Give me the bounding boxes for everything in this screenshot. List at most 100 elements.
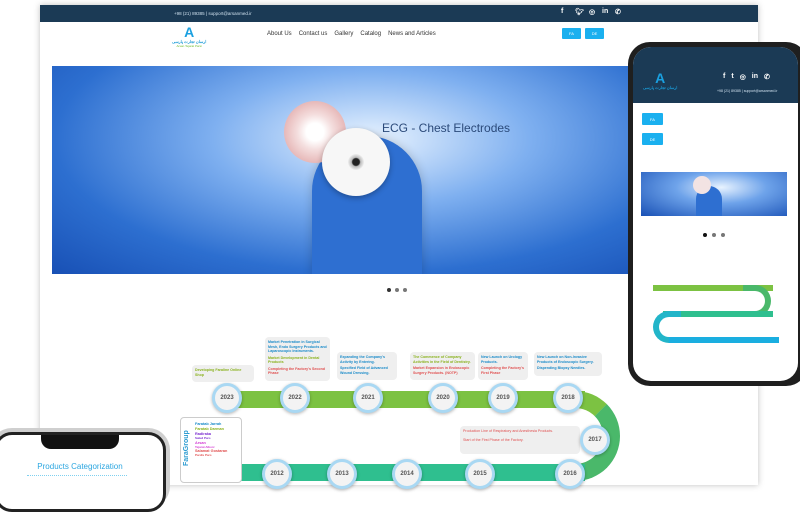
whatsapp-icon[interactable]: ✆ xyxy=(615,9,621,16)
group-member: Radiraka xyxy=(195,432,212,436)
products-categorization-heading: Products Categorization xyxy=(37,462,123,471)
mobile-phone-mockup-left: Products Categorization xyxy=(0,428,170,512)
nav-catalog[interactable]: Catalog xyxy=(360,31,382,37)
company-timeline: Production Line of Respiratory and Anest… xyxy=(40,325,758,489)
hero-title: ECG - Chest Electrodes xyxy=(382,121,511,135)
contact-info: +98 (21) 89385 | support@arsanmed.ir xyxy=(174,11,252,16)
note-line: Dispending Biopsy Needles. xyxy=(537,366,586,370)
divider xyxy=(27,475,127,476)
timeline-note: Market Penetration in Surgical Mesh, End… xyxy=(265,337,330,381)
slider-dot[interactable] xyxy=(387,288,391,292)
slider-dot[interactable] xyxy=(703,233,707,237)
mini-timeline xyxy=(663,311,773,317)
note-line: Market Expansion in Endoscopic Surgery P… xyxy=(413,366,470,375)
nav-contact[interactable]: Contact us xyxy=(298,31,328,37)
facebook-icon[interactable]: f xyxy=(723,73,726,80)
mobile-hero[interactable] xyxy=(641,172,787,216)
linkedin-icon[interactable]: in xyxy=(751,73,759,80)
note-line: Market Penetration in Surgical Mesh, End… xyxy=(268,340,327,353)
twitter-icon[interactable]: 🐦︎ xyxy=(575,9,584,16)
header-nav: A ارسان تجارت پارسی Arsan Tejarat Parsi … xyxy=(40,22,758,52)
timeline-note: New Launch on Urology Products. Completin… xyxy=(478,352,528,380)
year-marker[interactable]: 2012 xyxy=(262,459,292,489)
mobile-contact: +98 (21) 89385 | support@arsanmed.ir xyxy=(717,89,778,93)
facebook-icon[interactable]: f xyxy=(561,8,564,15)
main-menu: About Us Contact us Gallery Catalog News… xyxy=(267,31,436,37)
note-line: New Launch on Urology Products. xyxy=(481,355,523,364)
slider-dots xyxy=(703,233,725,237)
logo[interactable]: A ارسان تجارت پارسی Arsan Tejarat Parsi xyxy=(172,25,206,48)
year-marker[interactable]: 2017 xyxy=(580,425,610,455)
slider-dot[interactable] xyxy=(721,233,725,237)
whatsapp-icon[interactable]: ✆ xyxy=(764,74,770,81)
electrode-image xyxy=(693,176,711,194)
year-marker[interactable]: 2014 xyxy=(392,459,422,489)
note-line: Completing the Factory's Second Phase xyxy=(268,366,325,376)
phone-notch xyxy=(41,435,119,449)
year-marker[interactable]: 2018 xyxy=(553,383,583,413)
timeline-note: The Commence of Company Activities in th… xyxy=(410,352,475,380)
year-marker[interactable]: 2021 xyxy=(353,383,383,413)
mini-timeline xyxy=(653,311,681,343)
note-line: Completing the Factory's First Phase xyxy=(481,366,524,375)
lang-de-button[interactable]: DE xyxy=(585,28,604,39)
slider-dot[interactable] xyxy=(395,288,399,292)
note-line: Production Line of Respiratory and Anest… xyxy=(463,429,554,433)
lang-de-button[interactable]: DE xyxy=(642,133,663,145)
logo-name: ارسان تجارت پارسی xyxy=(643,85,678,90)
year-marker[interactable]: 2016 xyxy=(555,459,585,489)
mini-timeline xyxy=(669,337,779,343)
mobile-screen: Products Categorization xyxy=(0,432,166,512)
top-bar: +98 (21) 89385 | support@arsanmed.ir f 🐦… xyxy=(40,5,758,22)
group-member-sub: Salud Pars xyxy=(195,436,211,440)
note-line: Expanding the Company's Activity by Ente… xyxy=(340,355,385,364)
group-member: Arsan xyxy=(195,440,206,445)
lang-fa-button[interactable]: FA xyxy=(562,28,581,39)
note-line: Start of the First Phase of the Factory. xyxy=(463,438,524,442)
timeline-band xyxy=(225,391,585,408)
year-marker[interactable]: 2015 xyxy=(465,459,495,489)
nav-about[interactable]: About Us xyxy=(267,31,292,37)
note-line: The Commence of Company Activities in th… xyxy=(413,355,471,364)
timeline-note-2017: Production Line of Respiratory and Anest… xyxy=(460,426,580,454)
nav-news[interactable]: News and Articles xyxy=(388,31,436,37)
instagram-icon[interactable]: ◎ xyxy=(589,9,596,16)
instagram-icon[interactable]: ◎ xyxy=(739,74,746,81)
note-line: Developing Faraline Online Shop xyxy=(195,368,242,377)
lang-fa-button[interactable]: FA xyxy=(642,113,663,125)
twitter-icon[interactable]: t xyxy=(731,73,734,80)
group-member: Faratab Jarrah xyxy=(195,422,222,426)
timeline-note: Expanding the Company's Activity by Ente… xyxy=(337,352,397,380)
faragroup-logo: FaraGroup xyxy=(183,430,190,466)
electrode-image xyxy=(322,128,390,196)
note-line: Market Development in Dental Products xyxy=(268,355,320,365)
mobile-logo[interactable]: A ارسان تجارت پارسی xyxy=(643,71,677,90)
group-member: Salamat Gostaran xyxy=(195,449,228,453)
logo-name: ارسان تجارت پارسی xyxy=(172,39,207,44)
note-line: New Launch on Non-Invasive Products of E… xyxy=(537,355,594,364)
year-marker[interactable]: 2019 xyxy=(488,383,518,413)
logo-mark: A xyxy=(184,24,195,40)
group-member-sub: Tejarat Alborz xyxy=(195,444,215,449)
slider-dots xyxy=(387,288,407,292)
hero-slider[interactable]: ECG - Chest Electrodes xyxy=(52,66,632,274)
slider-dot[interactable] xyxy=(403,288,407,292)
group-member: Faratab Darman xyxy=(195,427,224,431)
logo-latin: Arsan Tejarat Parsi xyxy=(176,44,202,48)
timeline-note: Developing Faraline Online Shop xyxy=(192,365,254,382)
slider-dot[interactable] xyxy=(712,233,716,237)
group-member-sub: Pardis Pars xyxy=(195,453,212,457)
year-marker[interactable]: 2022 xyxy=(280,383,310,413)
timeline-note: New Launch on Non-Invasive Products of E… xyxy=(534,352,602,376)
year-marker[interactable]: 2023 xyxy=(212,383,242,413)
year-marker[interactable]: 2013 xyxy=(327,459,357,489)
mini-timeline xyxy=(653,285,773,291)
nav-gallery[interactable]: Gallery xyxy=(334,31,354,37)
note-line: Specified Field of Advanced Wound Dressi… xyxy=(340,366,388,375)
linkedin-icon[interactable]: in xyxy=(602,8,609,15)
year-marker[interactable]: 2020 xyxy=(428,383,458,413)
